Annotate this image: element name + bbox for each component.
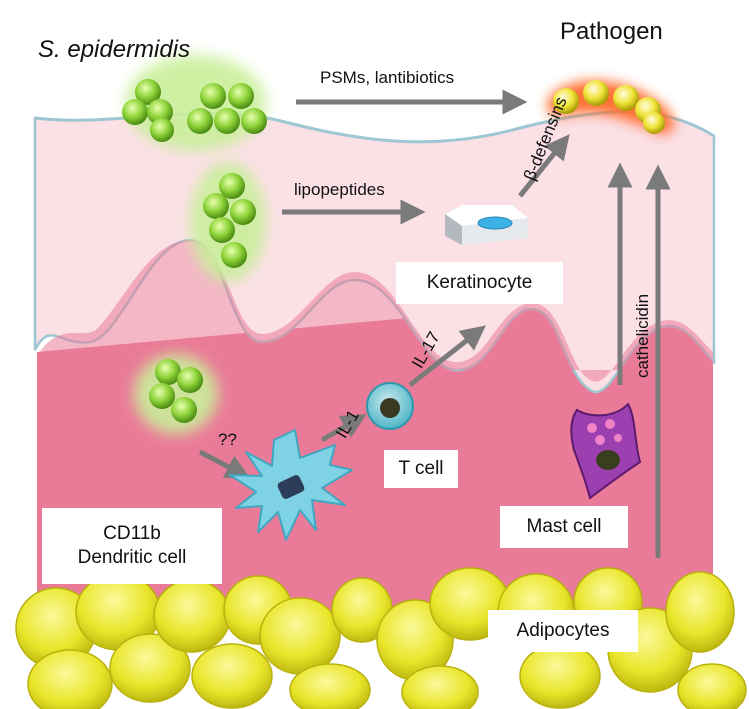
t-cell-label: T cell: [384, 450, 458, 488]
keratinocyte-label: Keratinocyte: [396, 262, 563, 304]
unknown-signal-label: ??: [218, 430, 237, 449]
bacteria-cluster-dermis: [134, 354, 218, 434]
mast-cell-label: Mast cell: [500, 506, 628, 548]
pathogen-cluster: [547, 80, 674, 135]
keratinocyte-cell: [445, 205, 528, 245]
arrow-keratinocyte-to-pathogen: [518, 134, 570, 198]
bacteria-cluster-surface: [122, 55, 267, 151]
cathelicidin-label: cathelicidin: [633, 293, 652, 378]
adipocytes-label: Adipocytes: [488, 610, 638, 652]
keratinocyte-nucleus: [477, 216, 513, 230]
bacteria-cluster-epidermis: [190, 162, 266, 282]
cd11b-dendritic-cell-label: CD11b Dendritic cell: [42, 508, 222, 584]
arrow-tcell-to-keratinocyte: [408, 325, 486, 387]
cd11b-label-line1: CD11b: [103, 523, 161, 545]
dendritic-cell: [229, 429, 353, 541]
mast-cell: [570, 402, 642, 500]
lipopeptides-label: lipopeptides: [294, 180, 385, 199]
arrow-bacteria-to-dc: [198, 449, 251, 479]
arrow-dc-to-tcell: [320, 414, 367, 443]
arrows: [198, 89, 671, 558]
t-cell: [366, 382, 414, 430]
psms-label: PSMs, lantibiotics: [320, 68, 455, 87]
s-epidermidis-label: S. epidermidis: [38, 36, 191, 63]
cd11b-label-line2: Dendritic cell: [77, 547, 187, 568]
pathogen-label: Pathogen: [560, 18, 663, 45]
dermal-papillae: [37, 240, 713, 382]
